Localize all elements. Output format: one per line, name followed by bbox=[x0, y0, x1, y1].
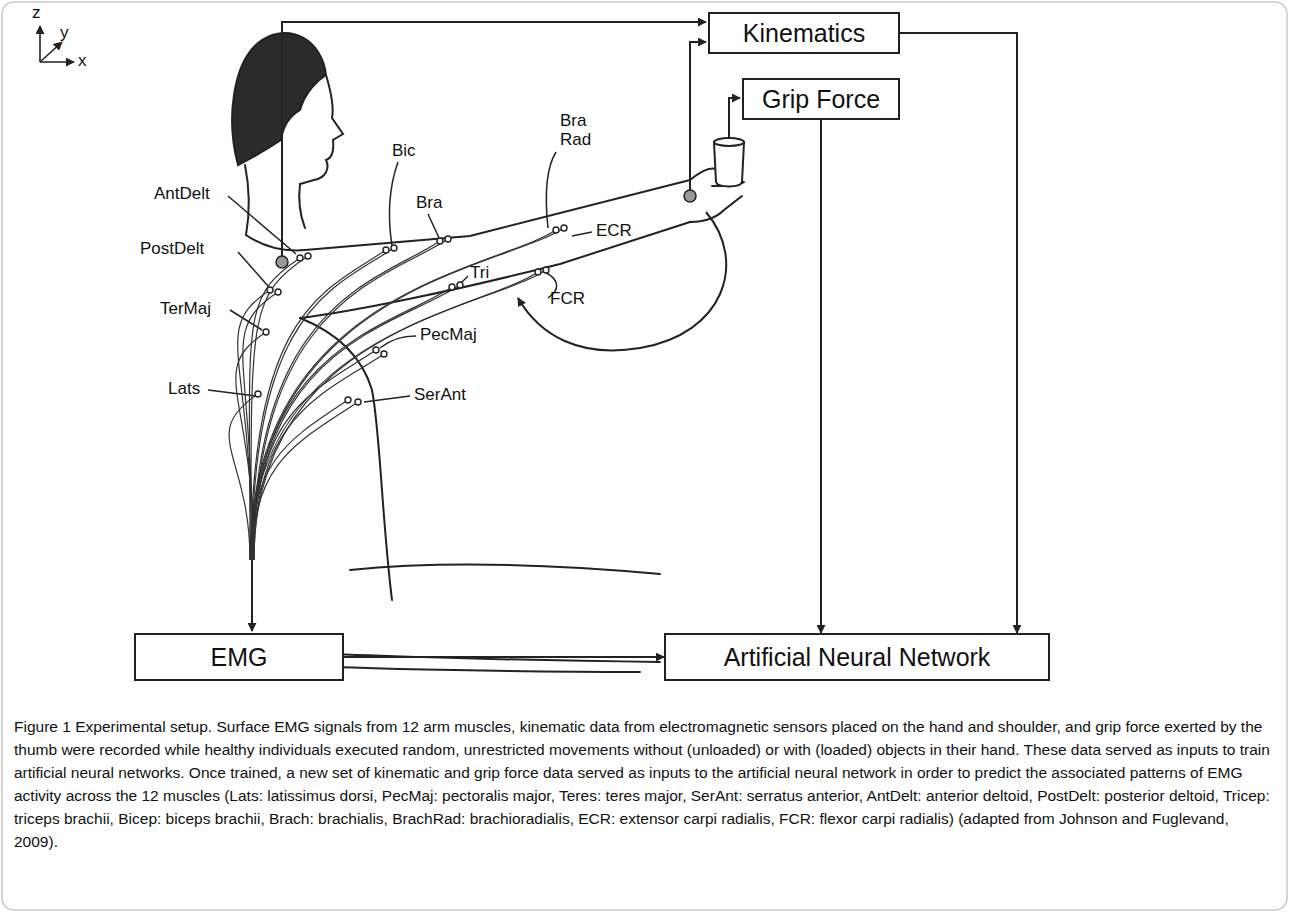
electrode-wire bbox=[251, 228, 564, 560]
muscle-label: FCR bbox=[550, 290, 585, 309]
box-label: EMG bbox=[211, 643, 268, 672]
muscle-label: PecMaj bbox=[420, 326, 477, 345]
electrode bbox=[305, 253, 311, 259]
electrode-wire bbox=[253, 241, 440, 560]
hand-sensor bbox=[684, 190, 696, 202]
electrode-wire bbox=[252, 402, 358, 560]
electrode-wires bbox=[229, 228, 564, 560]
electrode bbox=[383, 247, 389, 253]
electrode bbox=[373, 347, 379, 353]
electrode bbox=[275, 289, 281, 295]
connector-arrow bbox=[900, 33, 1017, 633]
electrode bbox=[561, 225, 567, 231]
electrode bbox=[263, 329, 269, 335]
electrode-wire bbox=[252, 248, 394, 560]
cup bbox=[714, 138, 744, 187]
process-box: Artificial Neural Network bbox=[664, 633, 1050, 681]
electrode bbox=[267, 287, 273, 293]
electrode bbox=[457, 282, 463, 288]
process-box: Grip Force bbox=[742, 78, 900, 120]
connector-arrow bbox=[344, 656, 664, 658]
electrode bbox=[381, 351, 387, 357]
muscle-label: ECR bbox=[596, 222, 632, 241]
axis-label: x bbox=[78, 52, 87, 71]
axes bbox=[40, 26, 74, 62]
shoulder-sensor bbox=[276, 256, 288, 268]
electrode bbox=[535, 269, 541, 275]
electrode bbox=[255, 391, 261, 397]
signal-lines bbox=[252, 22, 740, 631]
box-label: Kinematics bbox=[743, 19, 865, 48]
muscle-label: PostDelt bbox=[140, 240, 204, 259]
muscle-label: AntDelt bbox=[154, 185, 210, 204]
connectors bbox=[344, 33, 1017, 657]
movement-arrow bbox=[518, 212, 726, 350]
electrode bbox=[345, 397, 351, 403]
person-outline bbox=[232, 33, 744, 672]
electrode bbox=[445, 236, 451, 242]
electrode-wire bbox=[250, 230, 556, 560]
process-box: EMG bbox=[134, 633, 344, 681]
electrode-wire bbox=[254, 272, 538, 560]
electrode bbox=[437, 238, 443, 244]
process-box: Kinematics bbox=[708, 12, 900, 54]
electrodes bbox=[255, 225, 567, 405]
electrode-wire bbox=[243, 292, 278, 560]
muscle-label: SerAnt bbox=[414, 386, 466, 405]
electrode-wire bbox=[251, 250, 386, 560]
figure-caption: Figure 1 Experimental setup. Surface EMG… bbox=[14, 716, 1276, 854]
muscle-label: Lats bbox=[168, 380, 200, 399]
electrode-wire bbox=[251, 400, 348, 560]
axis-label: y bbox=[60, 24, 69, 43]
electrode bbox=[355, 399, 361, 405]
muscle-label: Bic bbox=[392, 142, 416, 161]
muscle-label: Bra bbox=[416, 194, 442, 213]
electrode-wire bbox=[254, 354, 384, 560]
electrode bbox=[543, 267, 549, 273]
box-label: Grip Force bbox=[762, 85, 880, 114]
electrode bbox=[553, 227, 559, 233]
muscle-label: Tri bbox=[470, 264, 489, 283]
muscle-label: TerMaj bbox=[160, 300, 211, 319]
connector-arrow bbox=[820, 120, 822, 633]
muscle-label: Bra Rad bbox=[560, 112, 600, 149]
electrode-wire bbox=[253, 350, 376, 560]
axis-label: z bbox=[32, 4, 41, 23]
electrode bbox=[297, 255, 303, 261]
electrode bbox=[449, 284, 455, 290]
box-label: Artificial Neural Network bbox=[724, 643, 991, 672]
electrode bbox=[391, 245, 397, 251]
electrode-wire bbox=[250, 270, 546, 560]
